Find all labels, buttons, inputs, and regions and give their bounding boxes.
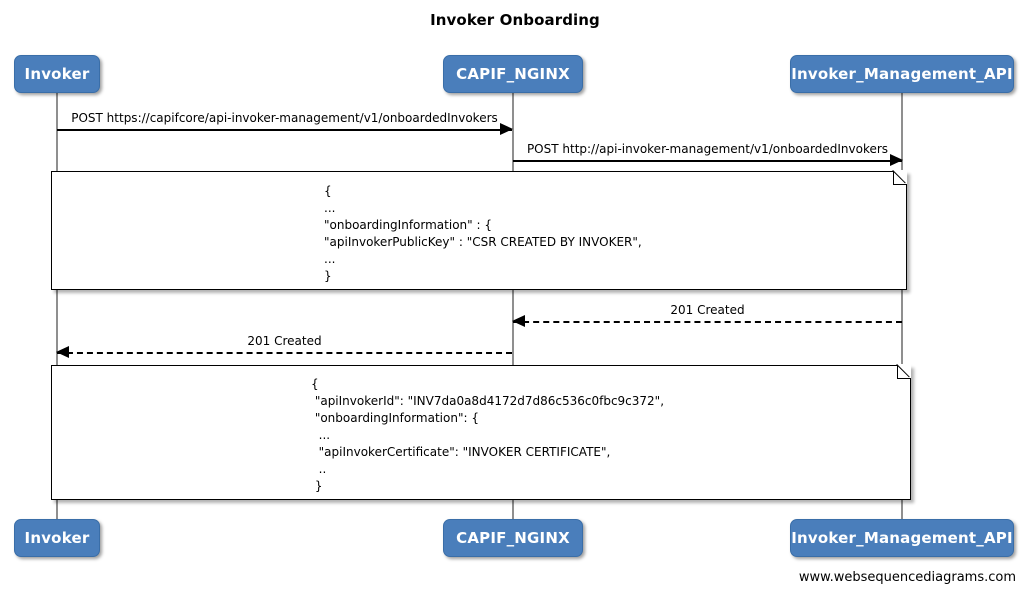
note-line: ... — [324, 201, 336, 215]
note-line: "onboardingInformation" : { — [324, 218, 492, 232]
note-line: { — [324, 184, 332, 198]
arrowhead-right-icon — [890, 154, 903, 166]
lifeline-invoker-management-api — [901, 92, 903, 519]
footer-attribution: www.websequencediagrams.com — [798, 570, 1016, 585]
participant-capif-nginx-top[interactable]: CAPIF_NGINX — [443, 55, 583, 93]
note-line: { — [311, 377, 319, 391]
note-line: } — [324, 269, 332, 283]
note-text: { "apiInvokerId": "INV7da0a8d4172d7d86c5… — [311, 376, 664, 495]
message-line — [513, 321, 902, 323]
participant-label: CAPIF_NGINX — [456, 65, 570, 83]
arrowhead-left-icon — [56, 346, 69, 358]
message-label: POST https://capifcore/api-invoker-manag… — [71, 111, 498, 125]
note-line: "apiInvokerPublicKey" : "CSR CREATED BY … — [324, 235, 642, 249]
note-line: "apiInvokerId": "INV7da0a8d4172d7d86c536… — [311, 394, 665, 408]
message-label: 201 Created — [247, 334, 322, 348]
note-line: ... — [311, 428, 331, 442]
note-fold-corner-icon — [897, 364, 911, 379]
page-title: Invoker Onboarding — [430, 11, 600, 29]
message-line — [57, 129, 512, 131]
note-line: } — [311, 479, 323, 493]
arrowhead-left-icon — [512, 315, 525, 327]
participant-label: Invoker — [24, 65, 90, 83]
note-line: "onboardingInformation": { — [311, 411, 479, 425]
participant-invoker-management-api-top[interactable]: Invoker_Management_API — [790, 55, 1014, 93]
participant-capif-nginx-bottom[interactable]: CAPIF_NGINX — [443, 519, 583, 557]
message-line — [513, 160, 902, 162]
lifeline-invoker — [56, 92, 58, 519]
note-line: "apiInvokerCertificate": "INVOKER CERTIF… — [311, 445, 611, 459]
participant-label: Invoker — [24, 529, 90, 547]
lifeline-capif-nginx — [512, 92, 514, 519]
message-line — [57, 352, 512, 354]
participant-invoker-bottom[interactable]: Invoker — [14, 519, 100, 557]
note-response-body: { "apiInvokerId": "INV7da0a8d4172d7d86c5… — [51, 364, 911, 500]
participant-invoker-management-api-bottom[interactable]: Invoker_Management_API — [790, 519, 1014, 557]
participant-label: Invoker_Management_API — [791, 65, 1013, 83]
note-request-body: { ... "onboardingInformation" : { "apiIn… — [51, 170, 907, 290]
message-label: 201 Created — [670, 303, 745, 317]
note-line: ... — [324, 252, 336, 266]
participant-label: CAPIF_NGINX — [456, 529, 570, 547]
note-line: .. — [311, 462, 327, 476]
note-fold-corner-icon — [893, 170, 907, 185]
participant-invoker-top[interactable]: Invoker — [14, 55, 100, 93]
note-text: { ... "onboardingInformation" : { "apiIn… — [324, 183, 642, 285]
message-label: POST http://api-invoker-management/v1/on… — [526, 142, 889, 156]
participant-label: Invoker_Management_API — [791, 529, 1013, 547]
arrowhead-right-icon — [500, 123, 513, 135]
